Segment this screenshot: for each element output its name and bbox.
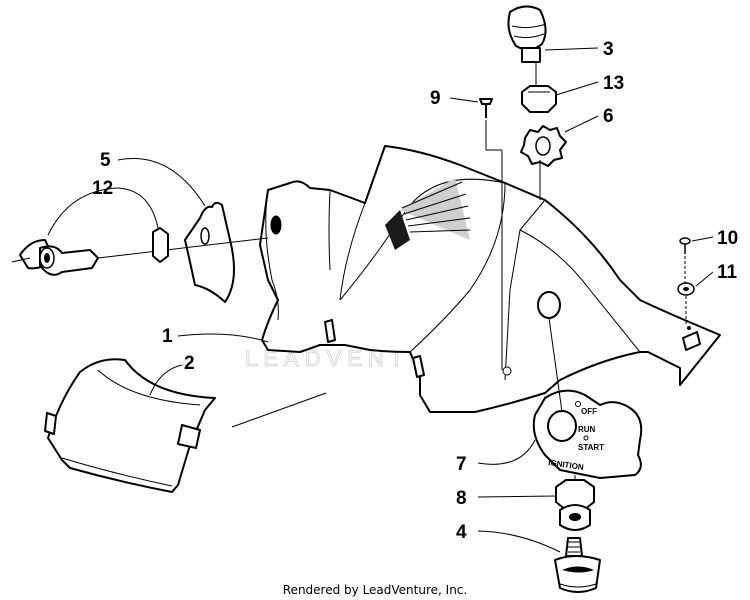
part-9-screw [479,98,503,370]
screw-hole [502,366,512,376]
callout-6: 6 [603,106,614,127]
part-12-accessory-socket [11,237,269,276]
bolt-hole [687,326,691,330]
part-5-gasket [184,201,235,303]
part-1-console-housing [259,145,721,413]
footer-credit: Rendered by LeadVenture, Inc. [283,583,467,597]
callout-4: 4 [456,522,467,543]
callout-13: 13 [603,73,624,94]
callout-10: 10 [717,228,738,249]
leader-lines [47,47,714,553]
part-7-ignition-plate: OFF RUN START IGNITION [532,389,643,479]
part-11-washer [677,282,695,326]
callout-labels: 1 2 3 4 5 6 7 8 9 10 11 12 13 [92,39,738,543]
callout-5: 5 [100,150,111,171]
socket-mount-hole [270,215,282,235]
part-3-cap [507,5,547,63]
part-2-lower-cover [44,358,327,493]
part-8-ignition-switch [555,475,595,531]
part-10-small-screw [679,237,691,282]
ignition-mount-hole [537,291,561,319]
callout-12: 12 [92,178,113,199]
callout-2: 2 [184,353,195,374]
part-13-hex-nut [521,85,557,113]
callout-3: 3 [603,39,614,60]
switch-label-off: OFF [581,407,597,416]
callout-9: 9 [430,88,441,109]
callout-1: 1 [162,326,173,347]
switch-label-start: START [578,443,604,452]
callout-11: 11 [717,262,738,283]
callout-8: 8 [456,488,467,509]
switch-label-run: RUN [578,425,596,434]
console-shading [385,178,471,250]
callout-7: 7 [456,454,467,475]
socket-nut [152,227,169,263]
part-6-lock-washer [520,125,567,167]
part-4-ignition-key [554,537,601,593]
